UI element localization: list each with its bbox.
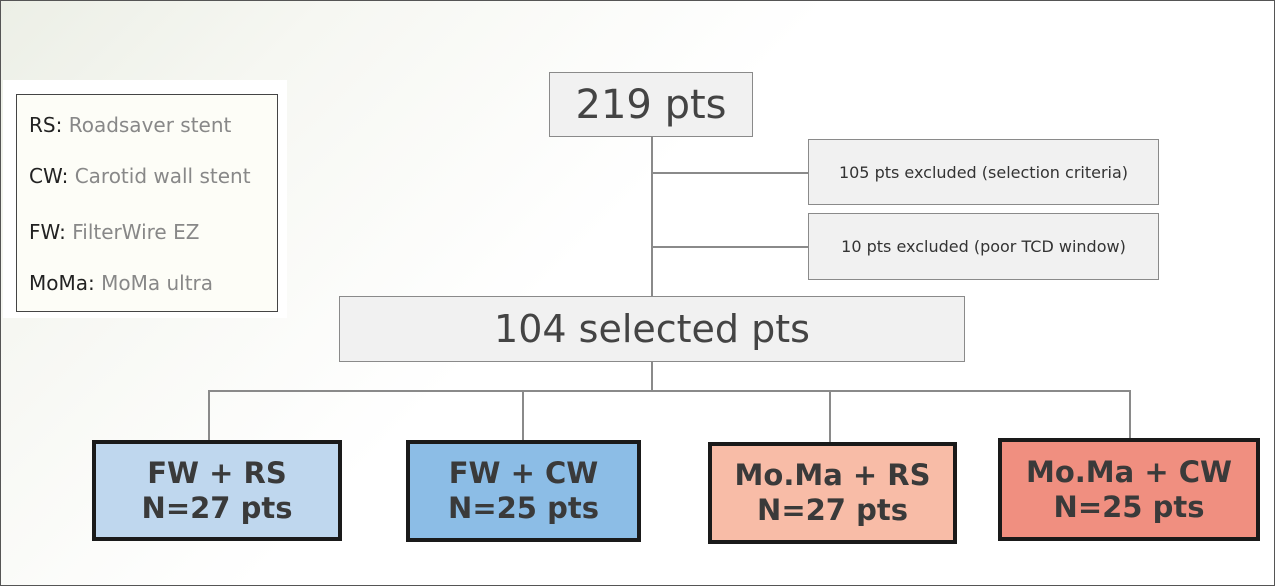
exclusion-box-selection-criteria: 105 pts excluded (selection criteria)	[808, 139, 1159, 205]
selected-patients-box: 104 selected pts	[339, 296, 965, 362]
connector-branch-horizontal	[208, 390, 1131, 392]
group-box-moma-cw: Mo.Ma + CW N=25 pts	[998, 438, 1260, 541]
group-box-fw-rs: FW + RS N=27 pts	[92, 440, 342, 541]
legend-desc: FilterWire EZ	[72, 220, 200, 244]
group-count: N=25 pts	[1053, 489, 1205, 524]
legend-item-rs: RS: Roadsaver stent	[29, 113, 232, 137]
exclusion-box-poor-tcd-window: 10 pts excluded (poor TCD window)	[808, 213, 1159, 280]
group-name: Mo.Ma + RS	[734, 458, 931, 493]
total-patients-box: 219 pts	[549, 72, 753, 137]
group-box-fw-cw: FW + CW N=25 pts	[406, 440, 641, 542]
legend-abbr: MoMa	[29, 271, 89, 295]
legend-abbr: FW	[29, 220, 60, 244]
connector-exclusion-1	[651, 172, 808, 174]
legend-abbr: CW	[29, 164, 62, 188]
legend-abbr: RS	[29, 113, 56, 137]
legend-desc: Roadsaver stent	[68, 113, 232, 137]
legend-item-moma: MoMa: MoMa ultra	[29, 271, 214, 295]
connector-trunk-top	[651, 137, 653, 296]
group-count: N=27 pts	[757, 493, 908, 527]
connector-exclusion-2	[651, 246, 808, 248]
group-count: N=27 pts	[141, 490, 293, 525]
connector-trunk-bottom	[651, 362, 653, 391]
legend-item-cw: CW: Carotid wall stent	[29, 164, 251, 188]
group-name: Mo.Ma + CW	[1026, 454, 1232, 489]
connector-branch-4	[1129, 390, 1131, 438]
legend-box: RS: Roadsaver stent CW: Carotid wall ste…	[16, 94, 278, 312]
legend-item-fw: FW: FilterWire EZ	[29, 220, 200, 244]
connector-branch-1	[208, 390, 210, 440]
group-box-moma-rs: Mo.Ma + RS N=27 pts	[708, 442, 957, 544]
group-count: N=25 pts	[448, 491, 599, 525]
group-name: FW + RS	[147, 455, 287, 490]
connector-branch-3	[829, 390, 831, 442]
connector-branch-2	[522, 390, 524, 440]
group-name: FW + CW	[448, 456, 599, 491]
legend-desc: Carotid wall stent	[74, 164, 251, 188]
legend-desc: MoMa ultra	[101, 271, 214, 295]
